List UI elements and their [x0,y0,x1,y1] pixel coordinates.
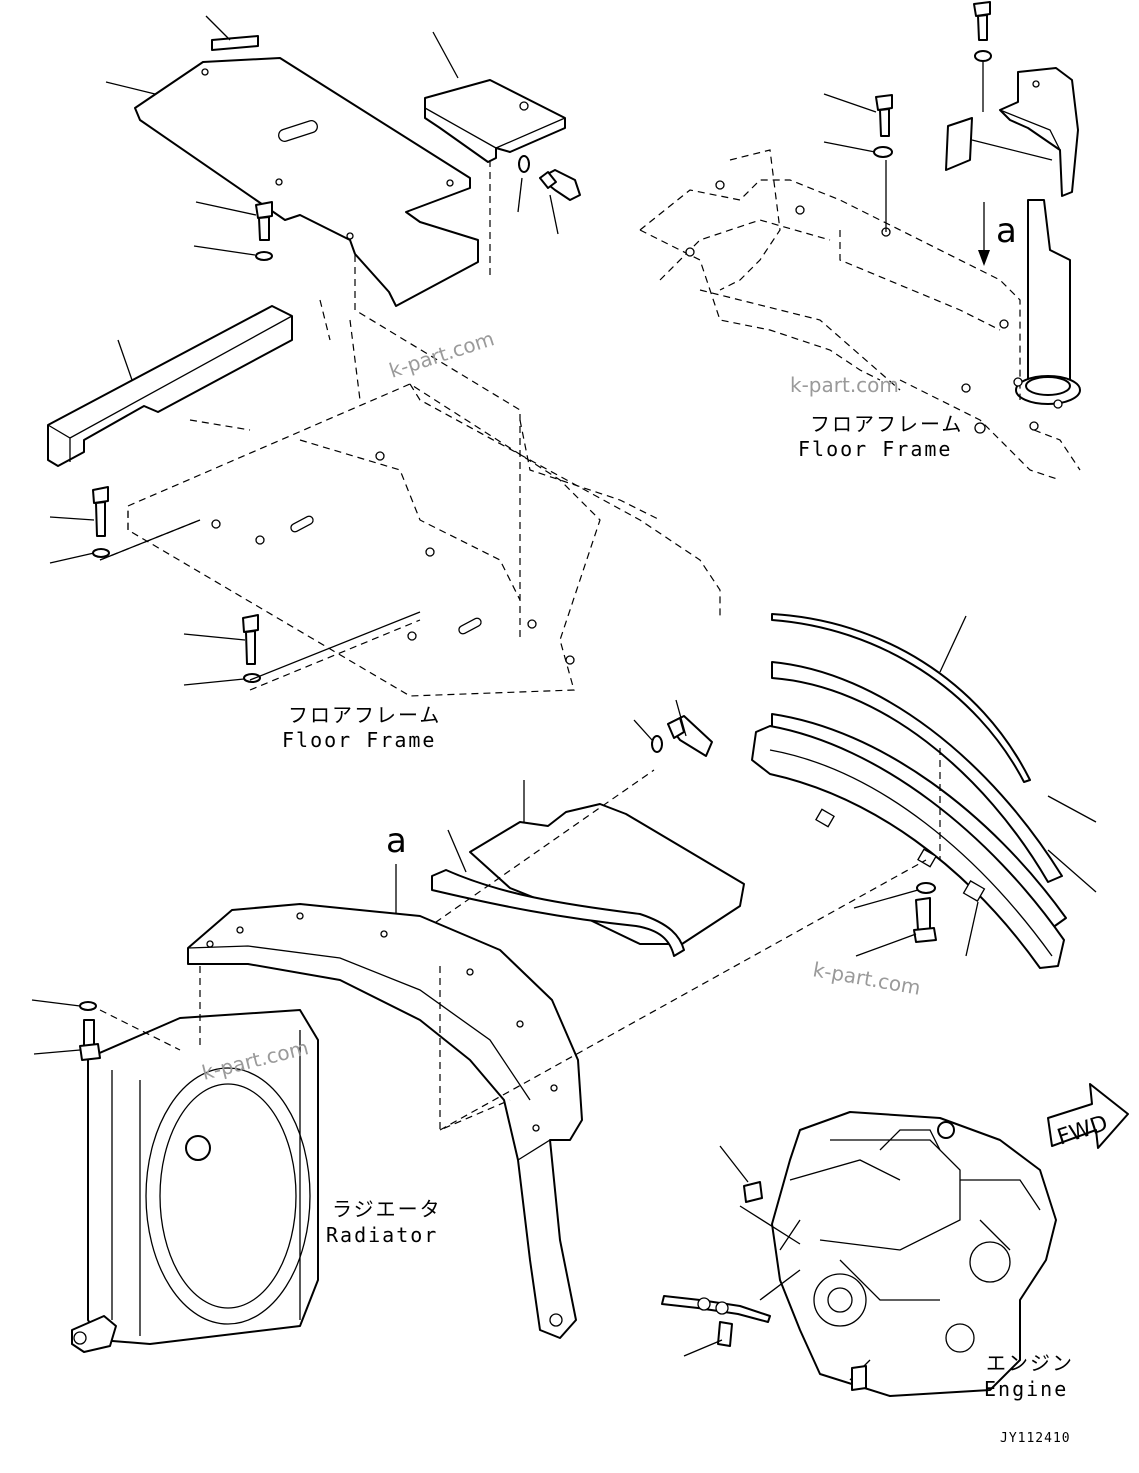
engine-assembly: FWD エンジン Engine [661,1083,1129,1401]
floor-frame-right-label-jp: フロアフレーム [810,412,963,436]
radiator-label-jp: ラジエータ [332,1197,442,1221]
bolt [79,1019,101,1061]
seal-channel [751,725,1065,969]
engine-label-jp: エンジン [986,1351,1074,1375]
washer [79,1001,97,1011]
washer [974,50,992,62]
hose-clip [717,1321,733,1347]
ref-a-bottom-label: a [386,821,407,861]
drawing-code: JY112410 [1000,1431,1071,1446]
watermark: k-part.com [790,373,899,397]
washer [873,146,893,158]
top-left-assembly: フロアフレーム Floor Frame [47,15,721,752]
floor-frame-right-label-en: Floor Frame [798,437,952,461]
watermark: k-part.com [386,326,497,382]
seal-strip-medium [771,661,1063,883]
radiator-mount-frame [187,903,583,1339]
floor-frame-left-label-jp: フロアフレーム [288,703,441,727]
washer [651,735,663,753]
bolt [255,201,273,241]
cover-slot [278,120,318,142]
bolt [875,94,893,137]
radiator-cap [185,1135,211,1161]
long-duct [47,305,293,467]
radiator-fan-shroud [145,1067,311,1325]
gasket-plate [945,117,973,171]
floor-frame-left [99,160,721,697]
bolt [242,614,259,665]
floor-cover-plate [134,57,479,307]
watermark: k-part.com [811,957,922,1000]
bolt [539,169,581,201]
fwd-arrow: FWD [1047,1083,1129,1151]
shroud-edge-trim [431,869,685,957]
mount-bracket [999,67,1079,197]
radiator-assembly: ラジエータ Radiator [31,903,583,1353]
bolt [913,897,937,943]
reference-line [439,859,927,1131]
washer [243,673,261,683]
ref-arrow-a [978,250,990,266]
bolt [667,715,713,757]
ref-a-top-label: a [996,211,1017,251]
engine-block [771,1111,1057,1397]
engine-pulley [813,1273,867,1327]
washer [518,155,530,173]
shroud-cover: a [386,699,745,957]
floor-frame-left-label-en: Floor Frame [282,728,436,752]
bolt [973,1,991,41]
seal-strip-thin [771,613,1031,783]
top-right-assembly: a フロアフレーム Floor Frame [639,1,1081,481]
engine-lifting-eye [937,1121,955,1139]
seal-assembly [751,613,1097,969]
engine-label-en: Engine [984,1377,1068,1401]
washer [255,251,273,261]
radiator-label-en: Radiator [326,1223,438,1247]
pad-part [211,35,259,51]
box-cover [424,79,566,163]
engine-fitting [743,1181,763,1203]
bolt [92,486,109,537]
leader-line [205,15,231,41]
pillar-tube [1027,199,1071,399]
washer [916,882,936,894]
washer [92,548,110,558]
